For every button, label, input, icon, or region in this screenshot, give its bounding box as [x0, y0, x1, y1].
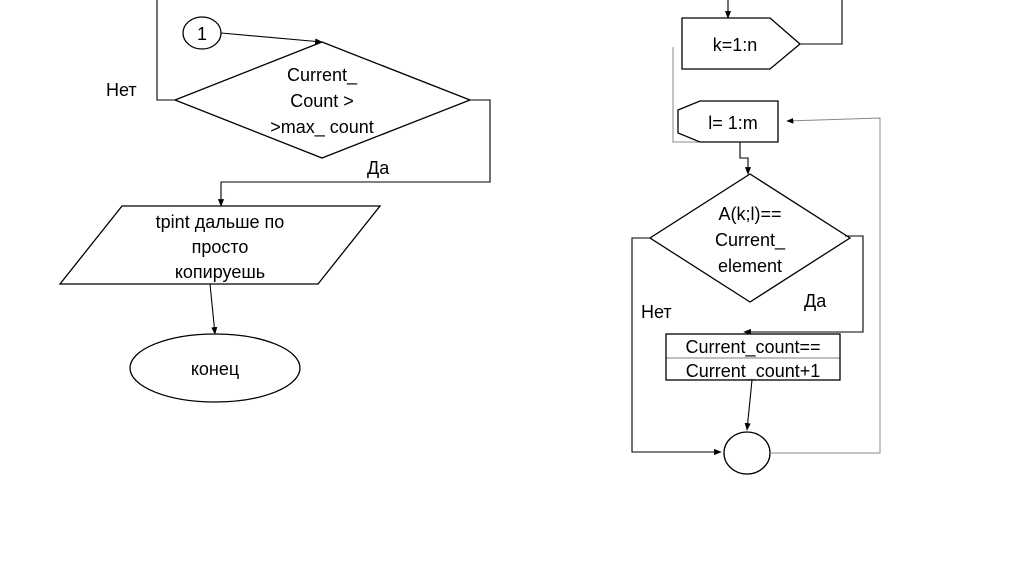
l-to-decision-arrow [739, 142, 752, 175]
left-flowchart: 1 Current_ Count > >max_ count Нет Да tp… [58, 0, 491, 403]
output-to-end-arrow [209, 283, 218, 335]
loop-back-to-l [770, 117, 881, 454]
decision-r-line-3: element [718, 256, 782, 276]
loop-k-label: k=1:n [713, 35, 758, 55]
no-loop-line [156, 0, 175, 101]
yes-label-right: Да [804, 291, 827, 311]
loop-l-label: l= 1:m [708, 113, 758, 133]
decision-line-1: Current_ [287, 65, 358, 86]
process-line-2: Current_count+1 [686, 361, 821, 382]
decision-line-3: >max_ count [270, 117, 374, 138]
loop-k-block [681, 17, 802, 70]
no-label: Нет [106, 80, 137, 100]
no-path-right [631, 237, 722, 456]
yes-label: Да [367, 158, 390, 178]
yes-path-line [217, 99, 491, 207]
process-increment-count [665, 333, 841, 381]
decision-r-line-2: Current_ [715, 230, 786, 251]
connector-label: 1 [197, 24, 207, 44]
decision-line-2: Count > [290, 91, 354, 111]
end-terminator [129, 333, 301, 403]
output-line-1: tpint дальше по [156, 212, 285, 232]
outer-loop-line [800, 0, 843, 45]
connector-arrow [220, 32, 323, 45]
output-line-2: просто [192, 237, 249, 257]
output-line-3: копируешь [175, 262, 265, 282]
join-circle [723, 431, 771, 475]
end-label: конец [191, 359, 239, 379]
right-flowchart: k=1:n l= 1:m A(k;l)== Current_ element Д… [631, 0, 881, 475]
decision-max-count [173, 41, 472, 159]
output-parallelogram [58, 205, 382, 285]
k-to-l-line [672, 47, 700, 143]
loop-l-block [677, 100, 779, 143]
yes-path-right [743, 235, 864, 336]
no-label-right: Нет [641, 302, 672, 322]
decision-r-line-1: A(k;l)== [718, 204, 781, 224]
process-to-join-arrow [744, 379, 753, 431]
decision-element-match [648, 173, 852, 303]
process-line-1: Current_count== [685, 337, 820, 358]
